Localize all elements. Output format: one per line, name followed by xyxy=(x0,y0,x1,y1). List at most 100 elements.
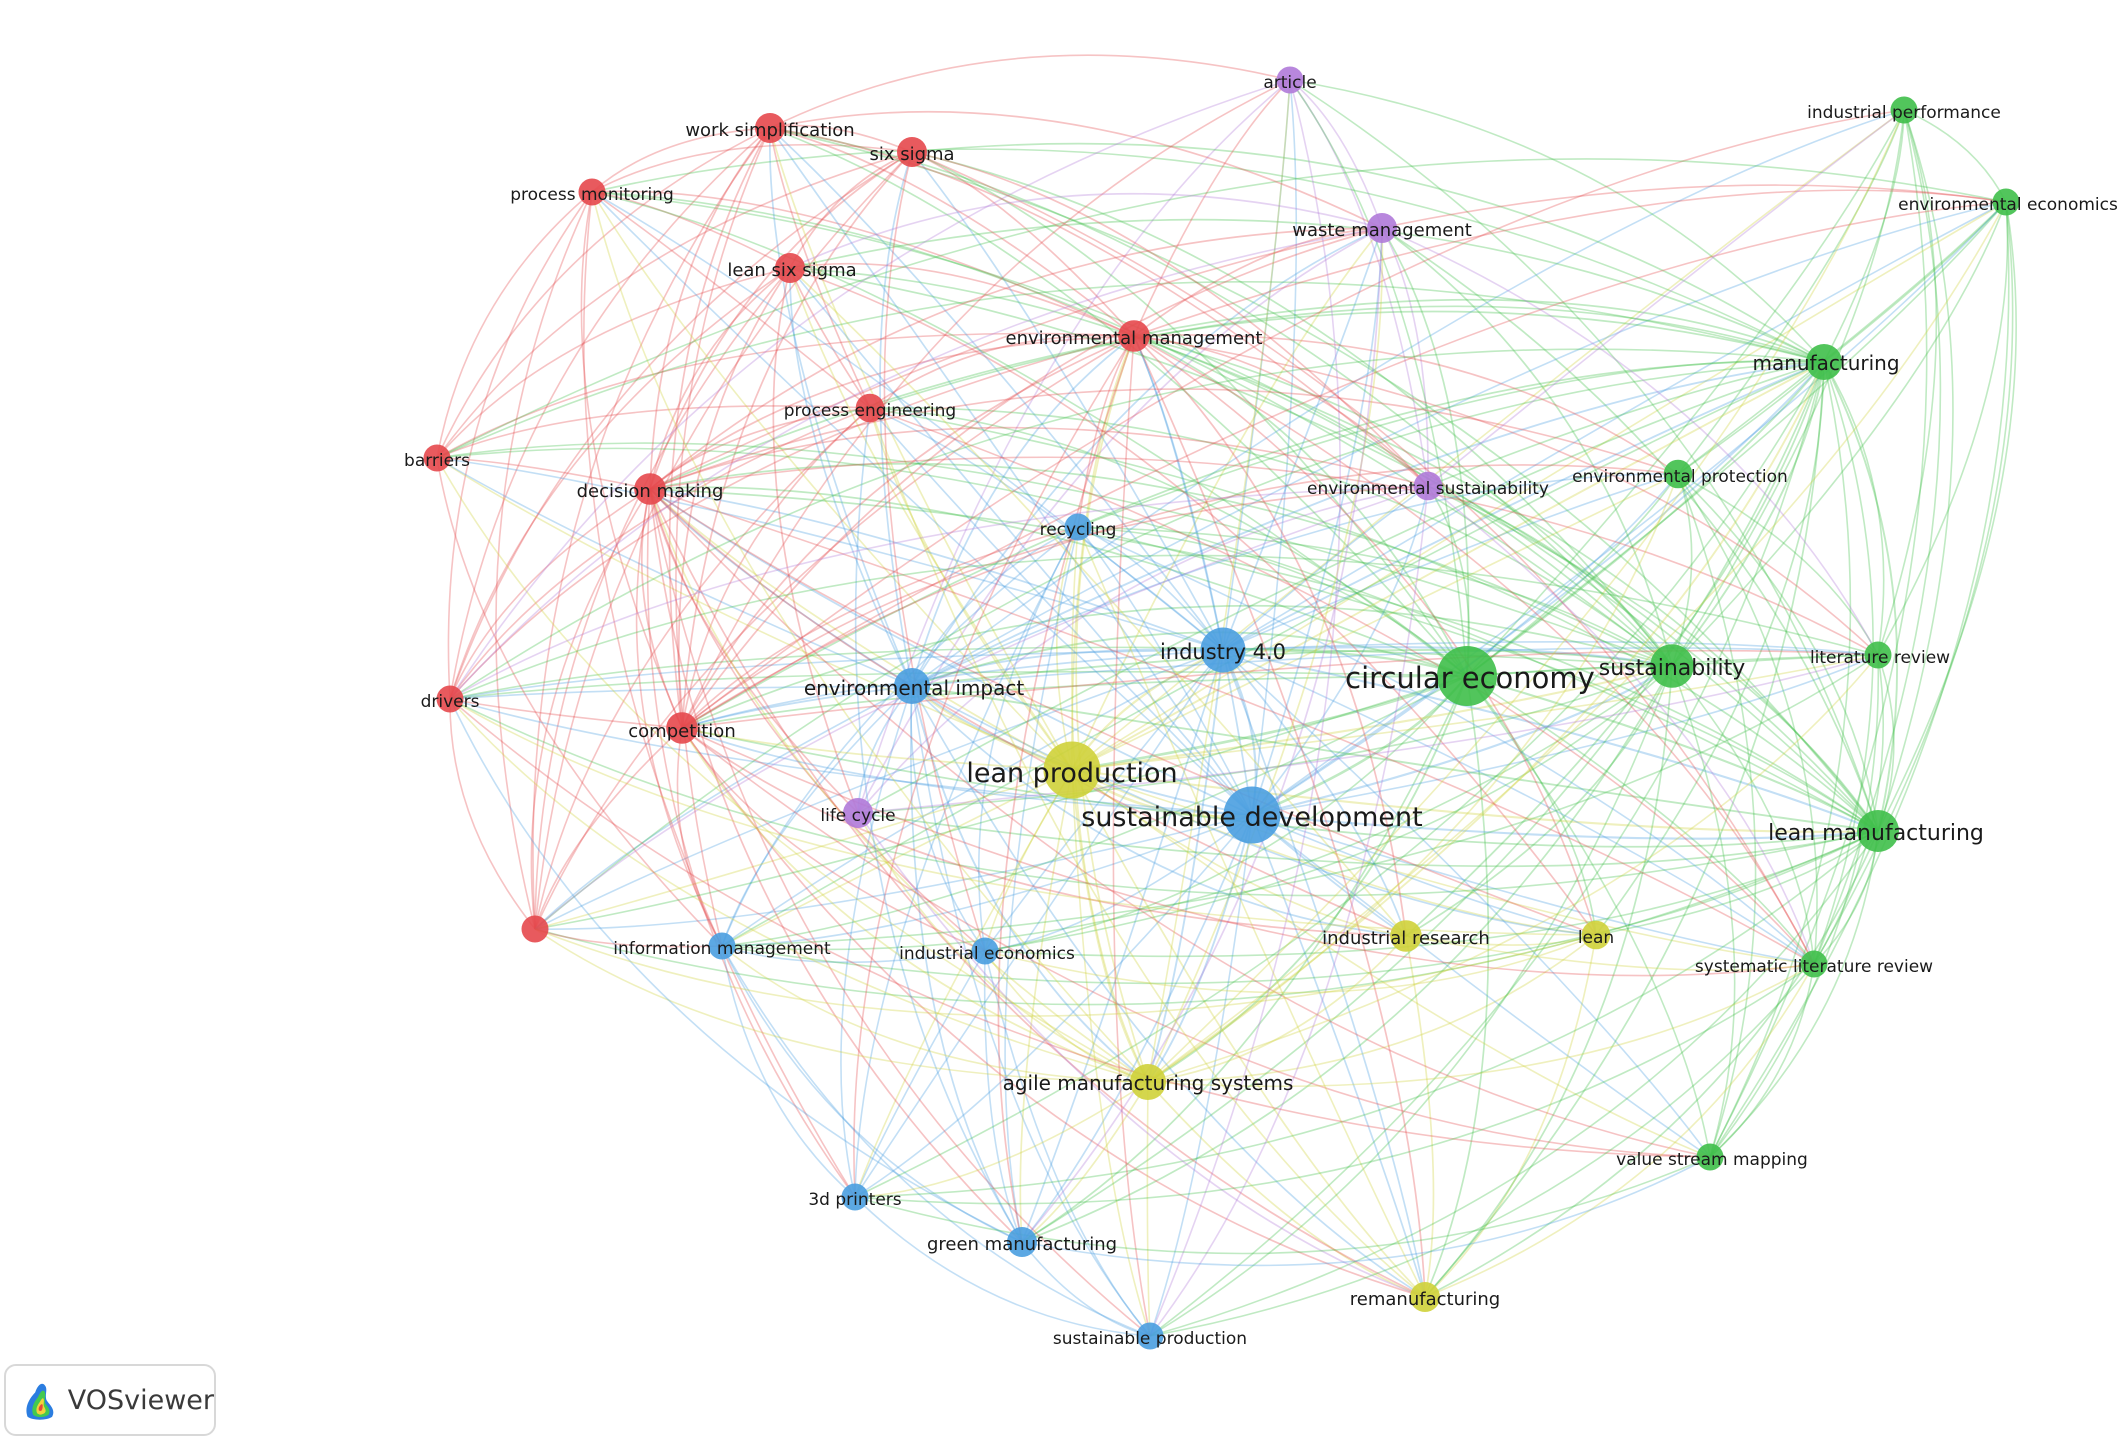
node-agile-manufacturing-systems[interactable] xyxy=(1130,1064,1166,1100)
node-green-manufacturing[interactable] xyxy=(1007,1227,1037,1257)
link-edge xyxy=(721,665,1673,951)
node-industrial-economics[interactable] xyxy=(971,937,999,965)
node-label-industrial-performance: industrial performance xyxy=(1807,103,2001,123)
node-3d-printers[interactable] xyxy=(841,1183,869,1211)
link-edge xyxy=(534,727,683,930)
link-edge xyxy=(449,151,913,700)
node-information-management[interactable] xyxy=(708,932,736,960)
link-edge xyxy=(1222,201,2007,651)
node-six-sigma[interactable] xyxy=(897,137,927,167)
link-edge xyxy=(911,648,1224,687)
link-edge xyxy=(857,812,1149,1083)
node-value-stream-mapping[interactable] xyxy=(1696,1143,1724,1171)
node-article[interactable] xyxy=(1276,66,1304,94)
link-edge xyxy=(681,727,1815,977)
node-environmental-management[interactable] xyxy=(1118,320,1150,352)
link-edge xyxy=(769,127,1253,816)
node-sustainable-production[interactable] xyxy=(1136,1322,1164,1350)
link-edge xyxy=(534,830,1879,1006)
link-edge xyxy=(911,151,1815,965)
link-edge xyxy=(1146,1081,1151,1337)
node-label-life-cycle: life cycle xyxy=(820,806,895,826)
node-lean[interactable] xyxy=(1581,920,1611,950)
node-barriers[interactable] xyxy=(423,444,451,472)
node-industrial-research[interactable] xyxy=(1390,920,1422,952)
link-edge xyxy=(1289,79,1383,229)
link-edge xyxy=(1877,654,1895,832)
node-decision-making[interactable] xyxy=(634,473,666,505)
link-edge xyxy=(769,127,1429,487)
node-lean-six-sigma[interactable] xyxy=(775,253,805,283)
link-edge xyxy=(681,79,1291,729)
node-drivers[interactable] xyxy=(436,685,464,713)
link-edge xyxy=(449,698,536,930)
link-edge xyxy=(911,335,1135,687)
link-edge xyxy=(583,191,856,1198)
link-edge xyxy=(1424,830,1879,1298)
link-edge xyxy=(1709,109,1928,1158)
node-environmental-economics[interactable] xyxy=(1992,188,2020,216)
node-sustainability[interactable] xyxy=(1650,644,1694,688)
node-lean-production[interactable] xyxy=(1043,741,1101,799)
link-edge xyxy=(591,190,1135,337)
node-literature-review[interactable] xyxy=(1864,641,1892,669)
node-label-information-management: information management xyxy=(613,939,831,959)
node-waste-management[interactable] xyxy=(1367,213,1397,243)
node-work-simplification[interactable] xyxy=(755,113,785,143)
link-edge xyxy=(1251,814,1426,1298)
link-edge xyxy=(447,191,593,700)
link-edge xyxy=(1405,935,1815,971)
node-recycling[interactable] xyxy=(1064,513,1092,541)
link-edge xyxy=(1077,335,1135,528)
link-edge xyxy=(857,361,1825,814)
link-edge xyxy=(1251,485,1429,816)
node-industrial-performance[interactable] xyxy=(1890,96,1918,124)
link-edge xyxy=(1709,361,1852,1158)
link-edge xyxy=(1222,649,1407,937)
link-edge xyxy=(911,685,1151,1337)
link-edge xyxy=(649,488,1149,1083)
link-edge xyxy=(449,698,1023,1243)
node-industry-4-0[interactable] xyxy=(1200,627,1246,673)
node-environmental-protection[interactable] xyxy=(1663,459,1693,489)
link-edge xyxy=(1222,646,1673,668)
link-edge xyxy=(1677,473,1879,656)
link-edge xyxy=(1071,227,1383,771)
link-edge xyxy=(1133,335,1429,487)
link-edge xyxy=(1133,335,1426,1298)
link-edge xyxy=(534,267,791,930)
node-environmental-impact[interactable] xyxy=(894,668,930,704)
node-process-monitoring[interactable] xyxy=(578,178,606,206)
node-process-engineering[interactable] xyxy=(855,393,885,423)
link-edge xyxy=(984,950,1151,1337)
node-competition[interactable] xyxy=(666,712,698,744)
node-manufacturing[interactable] xyxy=(1806,344,1842,380)
link-edge xyxy=(1877,201,2009,656)
node-systematic-literature-review[interactable] xyxy=(1800,950,1828,978)
node-lean-manufacturing[interactable] xyxy=(1857,810,1899,852)
link-edge xyxy=(1823,109,1905,363)
node-unlabeled-red[interactable] xyxy=(521,915,549,943)
link-edge xyxy=(436,405,871,459)
node-life-cycle[interactable] xyxy=(843,798,873,828)
link-edge xyxy=(649,388,1679,490)
node-label-lean-production: lean production xyxy=(966,758,1177,789)
node-label-environmental-protection: environmental protection xyxy=(1572,467,1788,487)
link-edge xyxy=(1427,485,1673,667)
node-circular-economy[interactable] xyxy=(1437,646,1497,706)
node-remanufacturing[interactable] xyxy=(1410,1282,1440,1312)
link-edge xyxy=(1427,109,1905,487)
link-edge xyxy=(1071,361,1825,771)
link-edge xyxy=(911,142,1825,363)
link-edge xyxy=(1222,473,1679,651)
link-edge xyxy=(1222,640,1879,656)
link-edge xyxy=(1077,526,1224,651)
node-sustainable-development[interactable] xyxy=(1223,786,1281,844)
link-edge xyxy=(449,127,771,700)
node-environmental-sustainability[interactable] xyxy=(1413,471,1443,501)
link-edge xyxy=(1877,201,2017,832)
link-edge xyxy=(1071,769,1711,1158)
link-edge xyxy=(1222,648,1879,832)
link-edge xyxy=(789,262,1135,337)
